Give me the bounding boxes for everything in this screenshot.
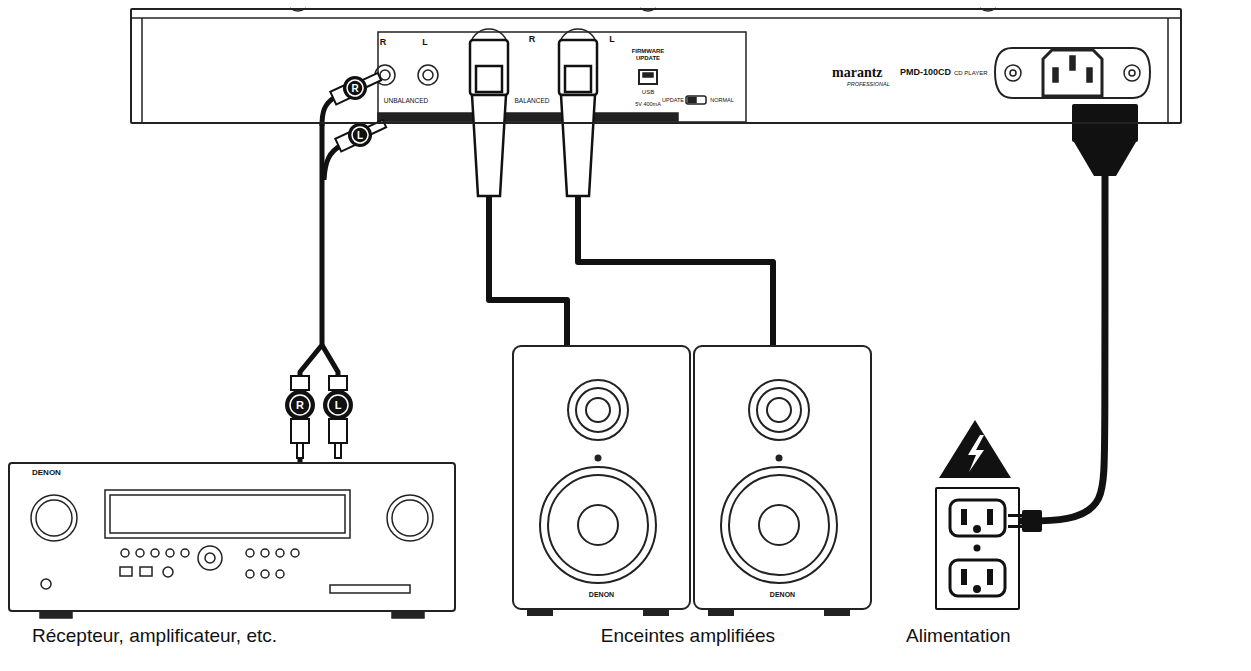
xlr-plug [470,40,597,196]
panel-detail [132,8,1180,122]
switch-label: UPDATE [662,97,684,103]
port-label: UNBALANCED [384,97,428,104]
channel-label: L [609,35,615,45]
cable [578,124,773,345]
port-label: FIRMWARE UPDATE [628,48,668,61]
plug-label: L [335,399,342,411]
model-name: PMD-100CD [900,68,951,78]
switch-label: NORMAL [710,97,734,103]
power-plug [1072,104,1138,176]
port-label: BALANCED [514,97,549,104]
rca-plug [334,114,390,155]
device-caption: Récepteur, amplificateur, etc. [32,626,277,647]
outlet-detail [950,500,1005,596]
warning-symbol [939,420,1011,478]
channel-label: R [380,38,387,48]
plug-label: R [351,83,358,94]
port-label: 5V 400mA [635,101,661,107]
rca-plug [286,376,352,458]
speaker-detail [528,380,849,615]
wall-outlet: Alimentation [935,487,1020,610]
group-caption: Enceintes amplifiées [601,626,775,647]
brand-logo: DENON [514,591,689,599]
model-type: CD PLAYER [954,70,988,77]
device-caption: Alimentation [906,626,1011,647]
plug-label: L [357,130,363,141]
brand-logo: DENON [32,469,61,478]
channel-label: R [529,35,536,45]
port-label: USB [642,89,654,96]
wall-plug [1008,510,1042,532]
brand-logo: marantz [832,65,883,80]
brand-subtitle: PROFESSIONAL [847,81,890,87]
speaker-box: DENON [693,345,872,610]
speaker-box: DENON [512,345,691,610]
plug-label: R [296,399,304,411]
cable [1020,124,1105,521]
receiver-detail [31,490,433,618]
channel-label: L [422,38,428,48]
rca-plug [329,67,385,108]
brand-logo: DENON [695,591,870,599]
receiver-box: DENONRécepteur, amplificateur, etc. [8,462,456,612]
